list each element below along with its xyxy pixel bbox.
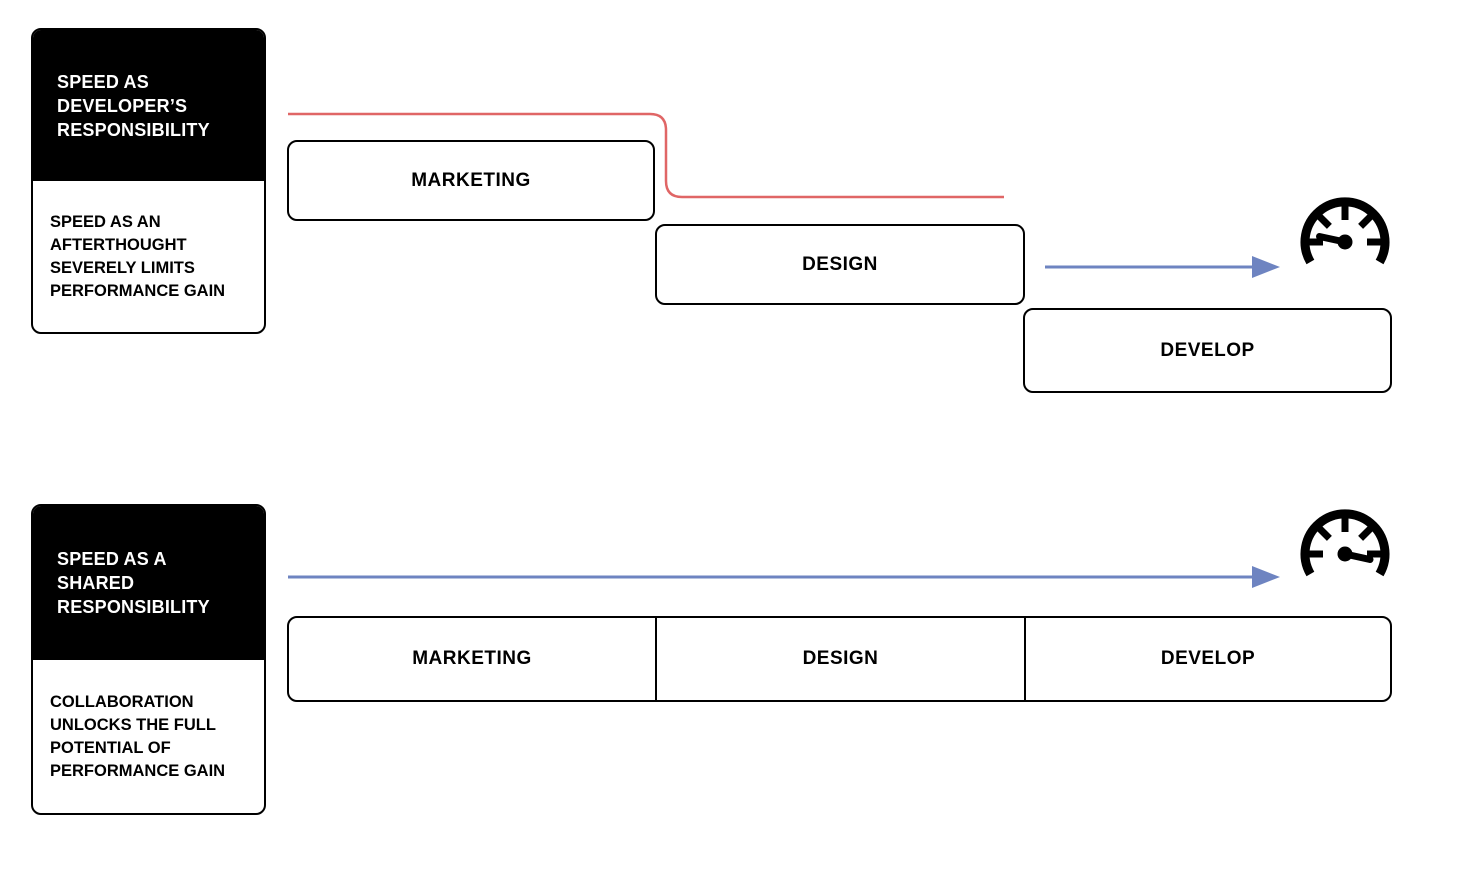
shared-summary-card: SPEED AS A SHARED RESPONSIBILITY COLLABO…	[31, 504, 266, 815]
shared-card-title: SPEED AS A SHARED RESPONSIBILITY	[33, 506, 264, 660]
arrowhead-icon	[1252, 256, 1280, 278]
stage-label: DESIGN	[802, 253, 878, 275]
waterfall-stage-develop: DEVELOP	[1023, 308, 1392, 393]
waterfall-stage-design: DESIGN	[655, 224, 1025, 305]
shared-stage-design: DESIGN	[655, 618, 1024, 700]
gauge-hub	[1337, 546, 1353, 562]
arrowhead-icon	[1252, 566, 1280, 588]
waterfall-summary-card: SPEED AS DEVELOPER’S RESPONSIBILITY SPEE…	[31, 28, 266, 334]
shared-stage-row: MARKETING DESIGN DEVELOP	[287, 616, 1392, 702]
waterfall-card-title: SPEED AS DEVELOPER’S RESPONSIBILITY	[33, 30, 264, 181]
shared-card-description: COLLABORATION UNLOCKS THE FULL POTENTIAL…	[50, 692, 226, 780]
stage-label: DEVELOP	[1160, 339, 1255, 361]
short-speed-arrow	[1045, 256, 1280, 278]
stage-label: MARKETING	[411, 169, 531, 191]
waterfall-card-description: SPEED AS AN AFTERTHOUGHT SEVERELY LIMITS…	[50, 212, 226, 300]
speedometer-low-icon	[1300, 197, 1390, 265]
gauge-hub	[1337, 234, 1353, 250]
stage-label: DESIGN	[802, 648, 879, 669]
stage-label: DEVELOP	[1160, 648, 1256, 669]
shared-stage-develop: DEVELOP	[1024, 618, 1390, 700]
speedometer-high-icon	[1300, 509, 1390, 577]
waterfall-stage-marketing: MARKETING	[287, 140, 655, 221]
stage-label: MARKETING	[412, 648, 532, 669]
shared-stage-marketing: MARKETING	[289, 618, 655, 700]
long-speed-arrow	[288, 566, 1280, 588]
